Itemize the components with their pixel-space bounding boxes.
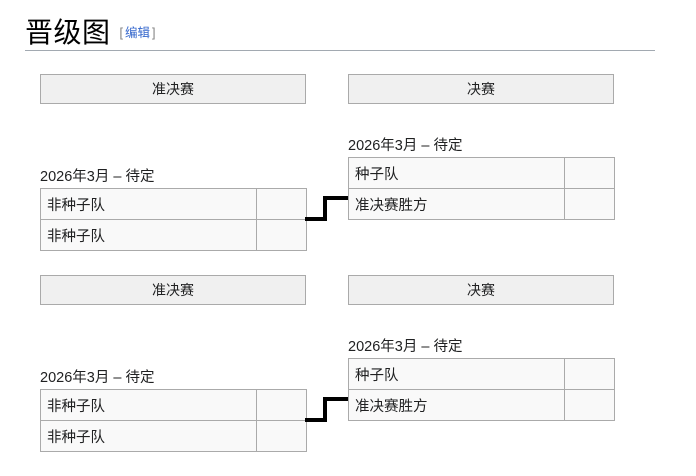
team-name: 准决赛胜方 (348, 188, 565, 220)
match-table-semifinal-2: 非种子队 非种子队 (40, 389, 307, 452)
team-score (256, 219, 307, 251)
team-score (256, 389, 307, 421)
table-row[interactable]: 非种子队 (40, 219, 307, 251)
team-name: 非种子队 (40, 188, 257, 220)
team-name: 准决赛胜方 (348, 389, 565, 421)
table-row[interactable]: 非种子队 (40, 420, 307, 452)
team-name: 非种子队 (40, 389, 257, 421)
match-table-semifinal-1: 非种子队 非种子队 (40, 188, 307, 251)
match-table-final-2: 种子队 准决赛胜方 (348, 358, 615, 421)
match-date-semifinal-2: 2026年3月 – 待定 (40, 370, 155, 386)
connector-stub-upper-2 (323, 397, 349, 401)
match-date-final-2: 2026年3月 – 待定 (348, 339, 463, 355)
page-title: 晋级图 (25, 18, 111, 49)
team-name: 非种子队 (40, 420, 257, 452)
page-heading: 晋级图 [编辑] (25, 11, 665, 51)
edit-close-bracket: ] (152, 26, 156, 40)
edit-link[interactable]: 编辑 (125, 26, 151, 40)
match-semifinal-1: 2026年3月 – 待定 非种子队 非种子队 (40, 168, 307, 251)
team-score (564, 389, 615, 421)
heading-divider (25, 50, 655, 51)
match-date-semifinal-1: 2026年3月 – 待定 (40, 169, 155, 185)
team-score (564, 157, 615, 189)
team-score (564, 188, 615, 220)
table-row[interactable]: 准决赛胜方 (348, 389, 615, 421)
connector-riser-1 (323, 196, 327, 221)
round-header-semifinal-2: 准决赛 (40, 275, 306, 305)
connector-riser-2 (323, 397, 327, 422)
round-header-final-2: 决赛 (348, 275, 614, 305)
team-name: 种子队 (348, 358, 565, 390)
round-header-final-1: 决赛 (348, 74, 614, 104)
connector-stub-upper-1 (323, 196, 349, 200)
team-score (564, 358, 615, 390)
table-row[interactable]: 种子队 (348, 157, 615, 189)
table-row[interactable]: 非种子队 (40, 188, 307, 220)
match-final-2: 2026年3月 – 待定 种子队 准决赛胜方 (348, 338, 615, 421)
team-name: 非种子队 (40, 219, 257, 251)
round-header-semifinal-1: 准决赛 (40, 74, 306, 104)
table-row[interactable]: 种子队 (348, 358, 615, 390)
table-row[interactable]: 准决赛胜方 (348, 188, 615, 220)
edit-section: [编辑] (120, 26, 156, 40)
connector-stub-lower-1 (305, 217, 327, 221)
match-table-final-1: 种子队 准决赛胜方 (348, 157, 615, 220)
connector-stub-lower-2 (305, 418, 327, 422)
team-score (256, 420, 307, 452)
team-name: 种子队 (348, 157, 565, 189)
match-date-final-1: 2026年3月 – 待定 (348, 138, 463, 154)
match-semifinal-2: 2026年3月 – 待定 非种子队 非种子队 (40, 369, 307, 452)
match-final-1: 2026年3月 – 待定 种子队 准决赛胜方 (348, 137, 615, 220)
edit-open-bracket: [ (119, 26, 123, 40)
table-row[interactable]: 非种子队 (40, 389, 307, 421)
team-score (256, 188, 307, 220)
